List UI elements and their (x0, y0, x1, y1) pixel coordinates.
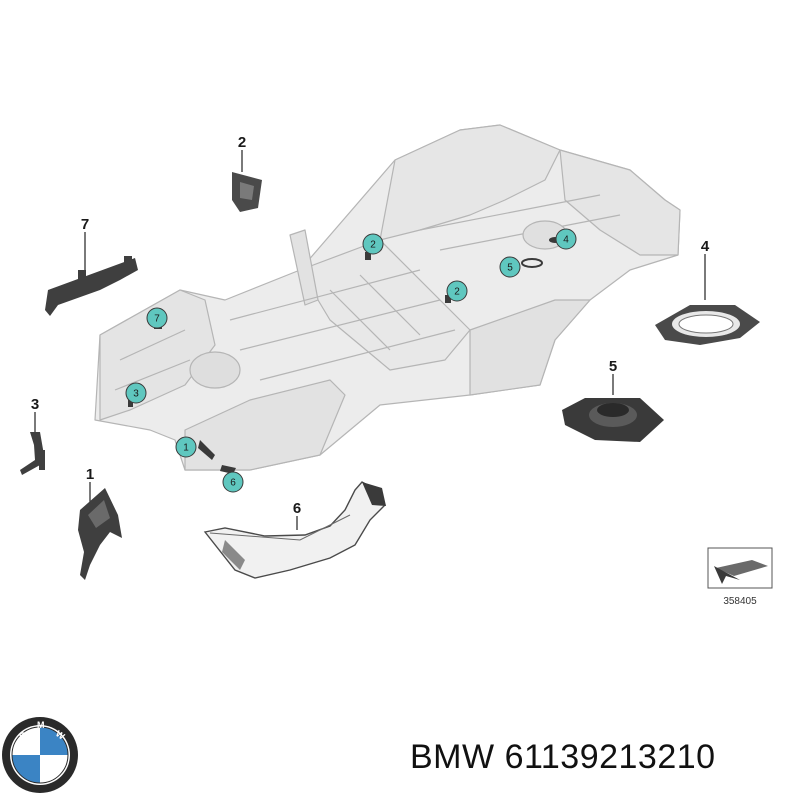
callout-7: 7 (81, 216, 89, 233)
svg-text:M: M (37, 720, 45, 730)
badge-1-label: 1 (183, 443, 189, 454)
callout-3: 3 (31, 396, 39, 413)
image-code-box: 358405 (707, 547, 773, 607)
badge-4: 4 (555, 228, 577, 250)
svg-text:B: B (17, 729, 28, 741)
badge-7-label: 7 (154, 314, 160, 325)
image-code: 358405 (723, 596, 757, 607)
part-7-bracket: 7 (45, 216, 138, 316)
part-1-bracket: 1 (78, 466, 122, 580)
callout-4: 4 (701, 238, 710, 255)
badge-2-upper: 2 (362, 233, 384, 255)
badge-3: 3 (125, 382, 147, 404)
arrow-icon (716, 560, 768, 576)
part-6-reinforcement: 6 (203, 481, 386, 579)
part-5-mount: 5 (562, 358, 664, 442)
badge-6-label: 6 (230, 478, 236, 489)
badge-4-label: 4 (563, 235, 569, 246)
callout-1: 1 (86, 466, 94, 483)
badge-1: 1 (175, 436, 197, 458)
badge-3-label: 3 (133, 389, 139, 400)
callout-6: 6 (293, 500, 301, 517)
badge-2-lower: 2 (446, 280, 468, 302)
badge-5-label: 5 (507, 263, 513, 274)
callout-2: 2 (238, 134, 246, 151)
brand-name: BMW (410, 738, 495, 776)
part-2-bracket: 2 (232, 134, 262, 212)
badge-2-lower-label: 2 (454, 287, 460, 298)
part-4-gasket: 4 (655, 238, 760, 345)
badge-2-upper-label: 2 (370, 240, 376, 251)
callout-5: 5 (609, 358, 617, 375)
bmw-logo: B M W (2, 717, 78, 793)
car-underbody (94, 124, 681, 471)
part-3-bracket: 3 (20, 396, 45, 475)
badge-7: 7 (146, 307, 168, 329)
part-number: 61139213210 (504, 738, 716, 776)
badge-5: 5 (499, 256, 521, 278)
badge-6: 6 (222, 471, 244, 493)
